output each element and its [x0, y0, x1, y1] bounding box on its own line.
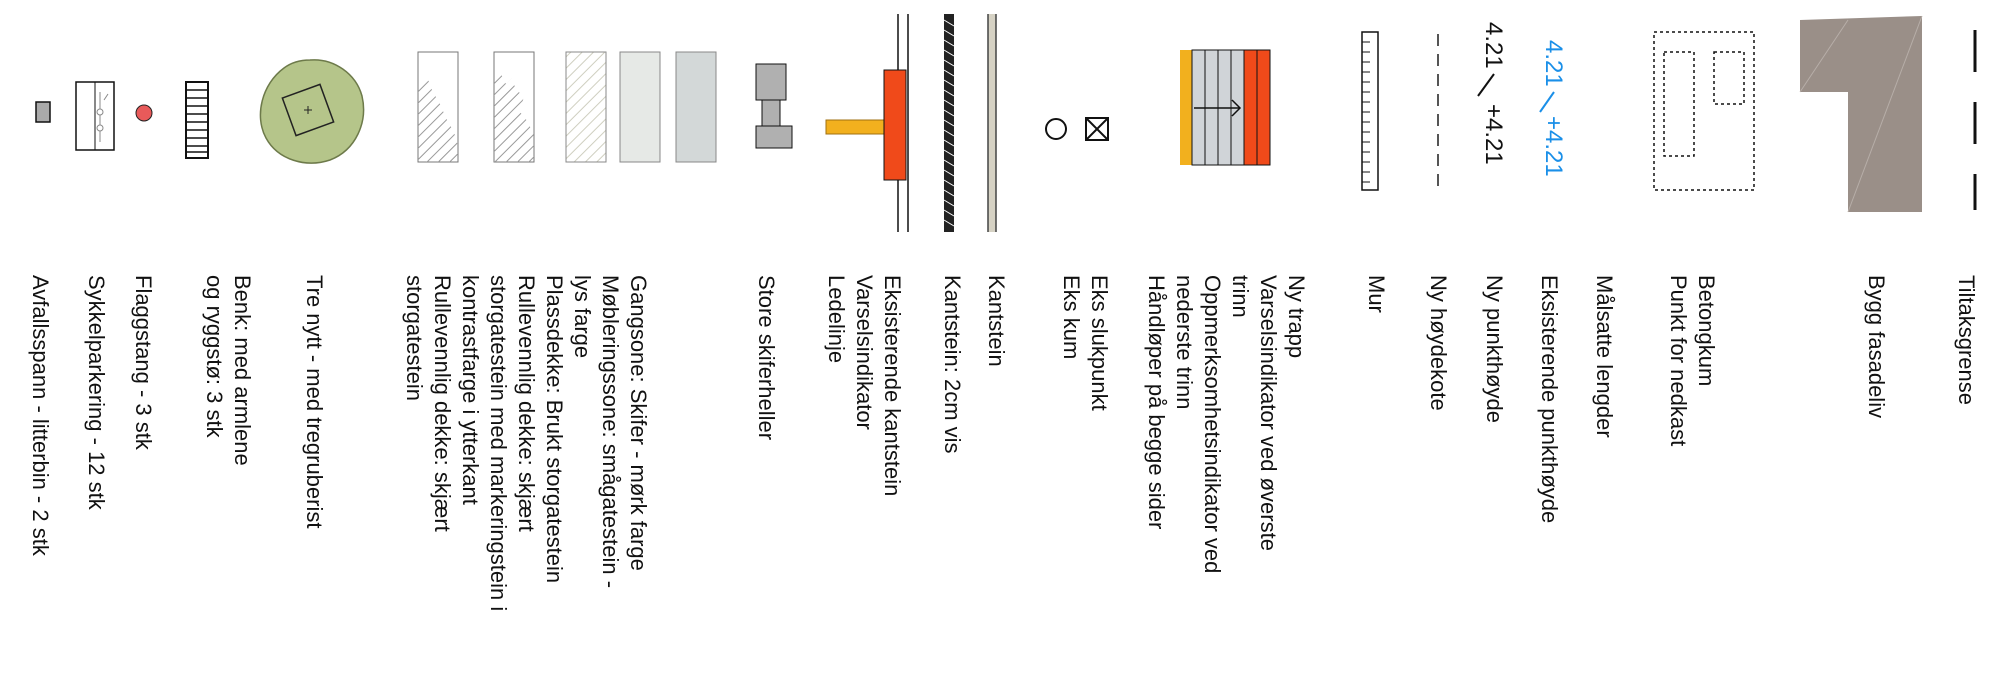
- label-eksisterende-kantstein: Eksisterende kantstein Varselsindikator …: [824, 275, 905, 497]
- walkway-slate-swatch: [675, 51, 717, 163]
- existing-manhole-icon: [1045, 118, 1067, 140]
- label-ny-hoydekote: Ny høydekote: [1426, 275, 1451, 411]
- label-dekker: Gangsone: Skifer - mørk farge Møblerings…: [402, 275, 651, 612]
- label-ny-punkthoyde: Ny punkthøyde: [1482, 275, 1507, 423]
- concrete-manhole-icon: [1653, 31, 1755, 191]
- flagpole-icon: [135, 104, 153, 122]
- label-kantstein: Kantstein: [984, 275, 1009, 367]
- curb-2cm-icon: [943, 14, 955, 232]
- bike-parking-icon: [75, 81, 115, 151]
- plaza-paving-swatch: [565, 51, 607, 163]
- curb-icon: [987, 14, 997, 232]
- label-eksisterende-punkthoyde: Eksisterende punkthøyde: [1537, 275, 1562, 524]
- label-ny-trapp: Ny trapp Varselsindikator ved øverste tr…: [1144, 275, 1309, 574]
- bench-icon: [185, 81, 209, 159]
- tree-icon: [259, 59, 365, 164]
- stairs-icon: [1180, 49, 1271, 166]
- existing-curb-warning-icon: [825, 14, 909, 232]
- new-height-value-a: 4.21: [1480, 22, 1507, 69]
- label-sykkelparkering: Sykkelparkering - 12 stk: [84, 275, 109, 510]
- label-eks-kum: Eks slukpunkt Eks kum: [1059, 275, 1112, 411]
- building-facade-icon: [1799, 15, 1923, 213]
- measured-length-icon: 4.21 +4.21: [1539, 40, 1567, 177]
- new-height-value-b: +4.21: [1480, 104, 1507, 165]
- label-avfallsspann: Avfallsspann - litterbin - 2 stk: [28, 275, 53, 556]
- slate-slab-icon: [755, 63, 793, 149]
- eks-height-value-b: +4.21: [1540, 116, 1567, 177]
- label-tiltaksgrense: Tiltaksgrense: [1954, 275, 1979, 406]
- existing-drain-icon: [1085, 117, 1109, 141]
- wall-icon: [1361, 31, 1379, 191]
- paving-swatches-icon: [417, 51, 717, 163]
- label-store-skiferheller: Store skiferheller: [754, 275, 779, 441]
- label-flaggstang: Flaggstang - 3 stk: [131, 275, 156, 450]
- furniture-zone-swatch: [619, 51, 661, 163]
- label-bygg-fasadeliv: Bygg fasadeliv: [1864, 275, 1889, 419]
- label-betongkum: Betongkum Punkt for nedkast: [1666, 275, 1719, 447]
- label-mur: Mur: [1364, 275, 1389, 313]
- label-kantstein-2cm: Kantstein: 2cm vis: [940, 275, 965, 454]
- new-point-height-icon: 4.21 +4.21: [1477, 22, 1507, 165]
- waste-bin-icon: [35, 101, 51, 123]
- label-malsatte-lengder: Målsatte lengder: [1592, 275, 1617, 438]
- label-benk: Benk: med armlene og ryggstø: 3 stk: [202, 275, 255, 466]
- label-tre: Tre nytt - med tregruberist: [302, 275, 327, 529]
- eks-height-value-a: 4.21: [1540, 40, 1567, 87]
